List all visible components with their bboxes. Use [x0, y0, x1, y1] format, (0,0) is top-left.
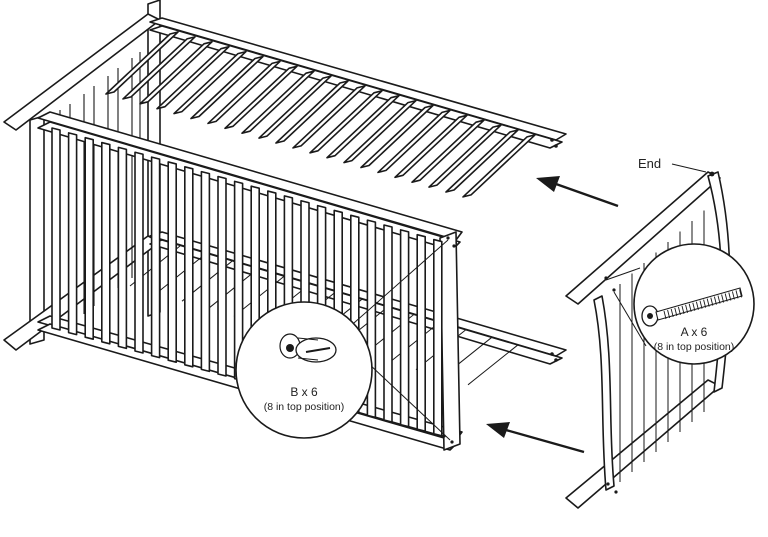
- back-slat: [224, 65, 298, 130]
- back-slat: [445, 129, 519, 193]
- back-slat: [173, 50, 247, 115]
- callout-a: A x 6 (8 in top position): [605, 243, 755, 365]
- back-side-slats: [105, 31, 536, 198]
- callout-b-label: B x 6: [290, 385, 318, 399]
- back-slat: [394, 114, 468, 179]
- back-slat: [343, 99, 417, 164]
- barrel-nut-icon: [279, 333, 337, 363]
- bolt-thread: [739, 289, 743, 298]
- back-slat: [207, 60, 281, 125]
- base-slat: [207, 268, 259, 310]
- end-label: End: [638, 156, 661, 171]
- back-slat: [360, 104, 434, 169]
- front-spindle: [84, 136, 94, 341]
- bolt-thread: [688, 303, 692, 312]
- front-spindle: [217, 175, 227, 377]
- bolt-thread: [735, 290, 739, 299]
- back-slat: [428, 124, 502, 188]
- bolt-thread: [667, 309, 671, 319]
- callout-b: B x 6 (8 in top position): [235, 239, 451, 441]
- front-spindle: [167, 161, 177, 364]
- back-slat: [258, 75, 332, 139]
- back-slat: [411, 119, 485, 183]
- front-spindle: [200, 170, 211, 373]
- front-spindle: [383, 224, 393, 423]
- front-spindle: [51, 127, 61, 331]
- front-spindle: [117, 146, 128, 350]
- front-spindle: [184, 166, 194, 368]
- callout-a-label: A x 6: [681, 325, 708, 339]
- front-spindle: [432, 238, 443, 437]
- back-slat: [462, 134, 536, 198]
- bolt-thread: [681, 305, 685, 314]
- back-slat: [190, 55, 264, 120]
- back-slat: [241, 70, 315, 134]
- bolt-thread: [677, 306, 681, 315]
- back-slat: [156, 45, 230, 110]
- callout-a-note: (8 in top position): [654, 341, 735, 353]
- front-spindle: [150, 156, 161, 359]
- bolt-thread: [699, 300, 703, 309]
- bolt-thread: [728, 292, 732, 301]
- base-slat: [467, 344, 519, 386]
- bolt-thread: [670, 308, 674, 318]
- back-slat: [275, 80, 349, 144]
- back-slat: [377, 109, 451, 174]
- front-spindle: [134, 151, 144, 354]
- arrow-left-icon: [536, 176, 619, 208]
- bolt-thread: [692, 302, 696, 311]
- front-spindle: [67, 132, 78, 336]
- base-slat: [389, 321, 441, 363]
- bolt-thread: [710, 297, 714, 306]
- back-slat: [326, 94, 400, 159]
- back-slat: [105, 31, 179, 95]
- bolt-thread: [703, 299, 707, 308]
- bolt-thread: [695, 301, 699, 310]
- back-slat: [122, 36, 196, 100]
- back-slat: [309, 90, 383, 154]
- bolt-thread: [731, 291, 735, 300]
- front-spindle: [399, 229, 410, 428]
- bolt-thread: [724, 293, 728, 302]
- bolt-thread: [706, 298, 710, 307]
- front-spindle: [101, 141, 111, 345]
- bolt-thread: [721, 294, 725, 303]
- end-label-group: End: [638, 156, 707, 173]
- front-spindle: [416, 233, 427, 433]
- bolt-thread: [663, 310, 667, 320]
- bolt-thread: [674, 307, 678, 317]
- bolt-icon: [641, 287, 743, 327]
- arrow-left-icon: [486, 422, 585, 454]
- base-slat: [155, 253, 207, 294]
- bolt-thread: [717, 295, 721, 304]
- bolt-thread: [713, 296, 717, 305]
- callout-b-note: (8 in top position): [264, 401, 345, 413]
- back-slat: [292, 85, 366, 149]
- bolt-thread: [685, 304, 689, 313]
- back-slat: [139, 40, 213, 105]
